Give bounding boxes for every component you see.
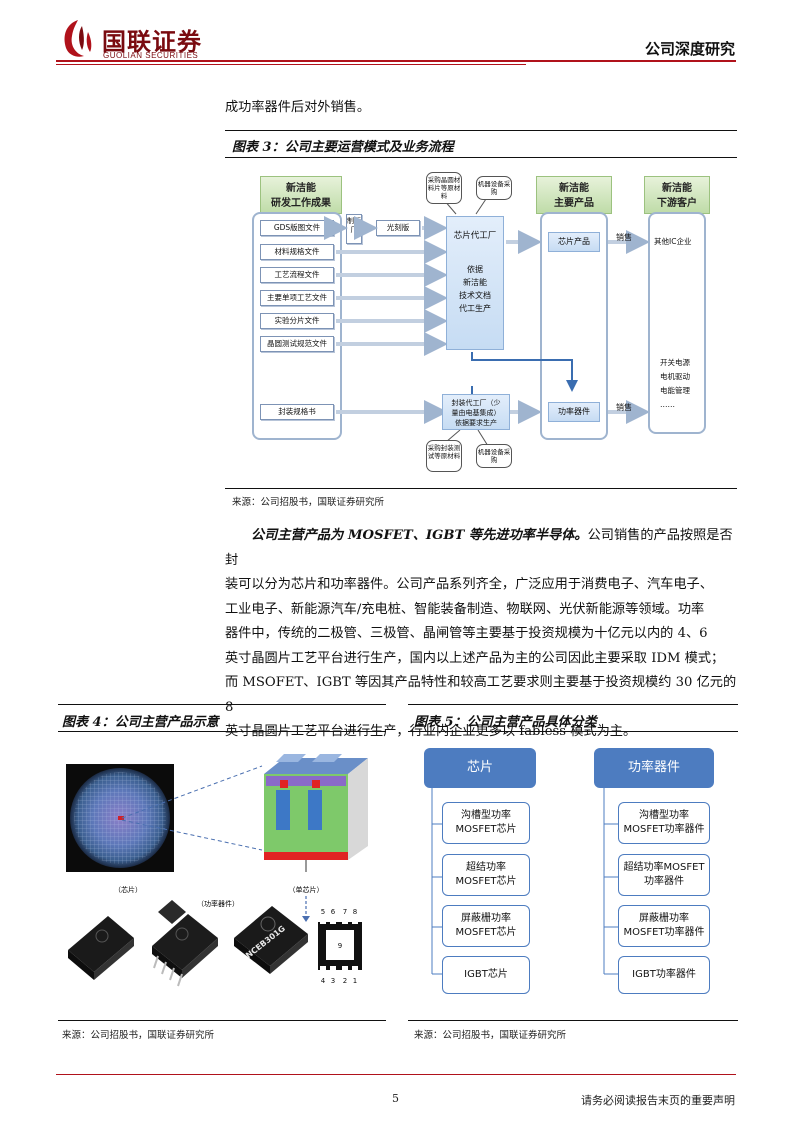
figure4-illustration: （芯片） （单芯片） （功率器件） NCEB3 [62, 740, 382, 1012]
label-cell: （单芯片） [289, 885, 324, 894]
chip-foundry: 芯片代工厂 依据 新洁能 技术文档 代工生产 [446, 216, 504, 350]
category-power-device: 功率器件 [594, 748, 714, 788]
sub-superjunction-device: 超结功率MOSFET 功率器件 [618, 854, 710, 896]
sub-trench-chip: 沟槽型功率 MOSFET芯片 [442, 802, 530, 844]
logo-mark-icon [64, 20, 92, 57]
sub-igbt-device: IGBT功率器件 [618, 956, 710, 994]
header-rule-thin [56, 64, 526, 65]
svg-text:8: 8 [353, 908, 357, 916]
package-foundry: 封装代工厂（少 量由电基集成） 依据要求生产 [442, 394, 510, 430]
bubble-equipment: 机器设备采购 [476, 176, 512, 200]
figure4-bottom-rule [58, 1020, 386, 1021]
doc-material: 材料规格文件 [260, 244, 334, 260]
figure5-source: 来源：公司招股书，国联证券研究所 [414, 1030, 567, 1041]
label-chip: （芯片） [114, 885, 142, 894]
package-1-icon [68, 916, 134, 980]
figure5-connectors [431, 784, 618, 975]
doc-wafer-test: 晶圆测试规范文件 [260, 336, 334, 352]
customers-column-outline [648, 212, 706, 434]
doc-experiment: 实验分片文件 [260, 313, 334, 329]
sub-trench-device: 沟槽型功率 MOSFET功率器件 [618, 802, 710, 844]
figure3-bottom-rule [225, 488, 737, 489]
svg-text:7: 7 [343, 908, 347, 916]
sub-shield-gate-device: 屏蔽栅功率 MOSFET功率器件 [618, 905, 710, 947]
rd-results-header: 新洁能 研发工作成果 [260, 176, 342, 214]
figure5-top-rule [408, 704, 738, 705]
package-2-icon [152, 900, 218, 987]
figure4-source: 来源：公司招股书，国联证券研究所 [62, 1030, 215, 1041]
category-chip: 芯片 [424, 748, 536, 788]
figure5-title: 图表 5：公司主营产品具体分类 [414, 715, 597, 730]
page-number: 5 [392, 1092, 399, 1105]
figure5-diagram: 芯片 功率器件 沟槽型功率 MOSFET芯片 超结功率 MOSFET芯片 屏蔽栅… [408, 740, 738, 1012]
flow-arrows [324, 195, 650, 447]
figure3-flowchart: 新洁能 研发工作成果 新洁能 主要产品 新洁能 下游客户 GDS版图文件 材料规… [250, 166, 710, 482]
svg-text:6: 6 [331, 908, 336, 916]
figure4-top-rule [58, 704, 386, 705]
header-rule [56, 60, 736, 62]
figure4-title: 图表 4：公司主营产品示意 [62, 715, 219, 730]
chip-product: 芯片产品 [548, 232, 600, 252]
cell-cross-section-icon [264, 754, 368, 872]
svg-text:9: 9 [338, 942, 342, 950]
footer-disclaimer: 请务必阅读报告末页的重要声明 [581, 1094, 735, 1107]
package-3-icon: NCEB301G [234, 906, 308, 974]
logo-text-en: GUOLIAN SECURITIES [103, 51, 199, 60]
intro-line: 成功率器件后对外销售。 [225, 100, 371, 115]
photomask: 光刻版 [376, 220, 420, 236]
sub-shield-gate-chip: 屏蔽栅功率 MOSFET芯片 [442, 905, 530, 947]
report-type: 公司深度研究 [644, 40, 735, 58]
bubble-package-equipment: 机器设备采购 [476, 444, 512, 468]
customers-header: 新洁能 下游客户 [644, 176, 710, 214]
sub-igbt-chip: IGBT芯片 [442, 956, 530, 994]
doc-main-process: 主要单项工艺文件 [260, 290, 334, 306]
customer-ic: 其他IC企业 [654, 237, 692, 246]
sub-superjunction-chip: 超结功率 MOSFET芯片 [442, 854, 530, 896]
figure5-bottom-rule [408, 1020, 738, 1021]
sell-label-chip: 销售 [616, 233, 632, 242]
logo-text-cn: 国联证券 [102, 28, 202, 56]
logo: 国联证券 GUOLIAN SECURITIES [58, 18, 258, 62]
product-illustration: （芯片） （单芯片） （功率器件） NCEB3 [66, 754, 368, 987]
doc-package-spec: 封装规格书 [260, 404, 334, 420]
svg-text:4: 4 [321, 977, 326, 985]
figure3-source: 来源：公司招股书，国联证券研究所 [232, 497, 385, 508]
figure5-title-underline [408, 731, 738, 732]
doc-process: 工艺流程文件 [260, 267, 334, 283]
bubble-package-material: 采购封装测试等原材料 [426, 440, 462, 472]
svg-text:2: 2 [343, 977, 347, 985]
svg-text:3: 3 [331, 977, 335, 985]
svg-text:1: 1 [353, 977, 357, 985]
figure4-title-underline [58, 731, 386, 732]
svg-text:5: 5 [321, 908, 325, 916]
footer-rule [56, 1074, 736, 1075]
figure3-title-rule [225, 130, 737, 131]
customer-list: 开关电源 电机驱动 电能管理 …… [660, 358, 690, 409]
paragraph-lead: 公司主营产品为 MOSFET、IGBT 等先进功率半导体。 [251, 528, 588, 543]
bubble-raw-material: 采购晶圆材料片等原材料 [426, 172, 462, 204]
label-device: （功率器件） [197, 899, 239, 908]
figure3-title: 图表 3：公司主要运营模式及业务流程 [232, 140, 454, 155]
sell-label-device: 销售 [616, 403, 632, 412]
power-device-product: 功率器件 [548, 402, 600, 422]
figure3-title-underline [225, 157, 737, 158]
main-paragraph: 公司主营产品为 MOSFET、IGBT 等先进功率半导体。公司销售的产品按照是否… [225, 528, 737, 739]
main-products-header: 新洁能 主要产品 [536, 176, 612, 214]
package-4-icon: 5 6 7 8 9 4 3 2 1 [318, 908, 362, 985]
